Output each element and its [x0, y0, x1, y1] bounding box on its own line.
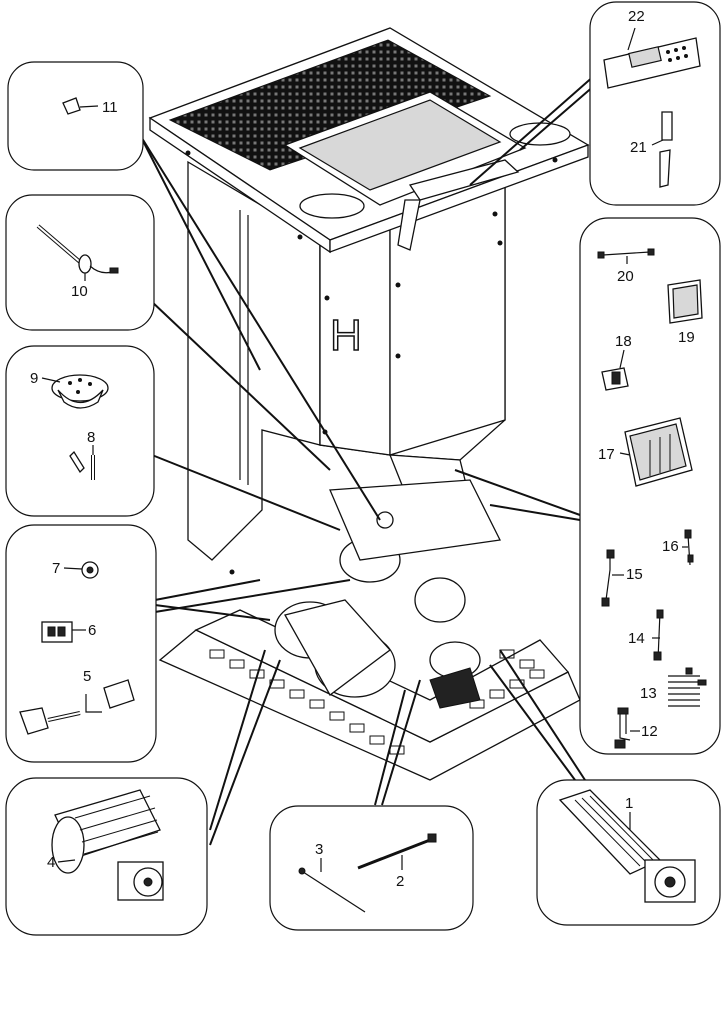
part-label-12: 12: [641, 723, 658, 740]
callout-7-6-5: 7 6 5: [5, 524, 157, 763]
callout-1: 1: [536, 779, 721, 926]
part-label-1: 1: [625, 795, 633, 812]
part-label-9: 9: [30, 370, 38, 387]
part-label-16: 16: [662, 538, 679, 555]
callout-11: 11: [7, 61, 144, 171]
part-label-8: 8: [87, 429, 95, 446]
stove-assembly: H: [148, 27, 590, 781]
leader-lines: [139, 74, 596, 846]
part-label-6: 6: [88, 622, 96, 639]
part-label-11: 11: [102, 99, 118, 116]
callout-20-12: 20 19 18 17 16 15 14: [579, 217, 721, 755]
part-label-22: 22: [628, 8, 645, 25]
part-label-18: 18: [615, 333, 632, 350]
part-label-7: 7: [52, 560, 60, 577]
part-label-3: 3: [315, 841, 323, 858]
callout-22-21: 22 21: [589, 1, 721, 206]
callout-4: 4: [5, 777, 208, 936]
part-label-19: 19: [678, 329, 695, 346]
part-label-21: 21: [630, 139, 647, 156]
stove-front-letter: H: [330, 311, 362, 360]
callout-3-2: 3 2: [269, 805, 474, 931]
part-label-14: 14: [628, 630, 645, 647]
part-label-2: 2: [396, 873, 404, 890]
part-label-13: 13: [640, 685, 657, 702]
callout-10: 10: [5, 194, 155, 331]
callout-9-8: 9 8: [5, 345, 155, 517]
part-label-4: 4: [47, 854, 55, 871]
part-label-10: 10: [71, 283, 88, 300]
part-label-20: 20: [617, 268, 634, 285]
part-label-15: 15: [626, 566, 643, 583]
part-label-17: 17: [598, 446, 615, 463]
part-label-5: 5: [83, 668, 91, 685]
